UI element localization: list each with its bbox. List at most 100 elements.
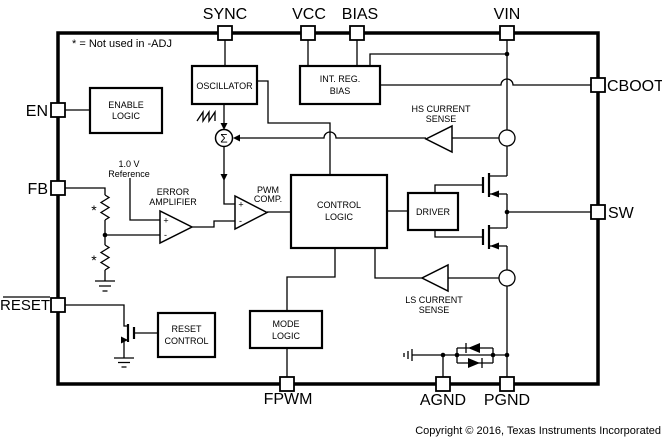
ground-fb-icon xyxy=(95,280,115,292)
pin-label-agnd: AGND xyxy=(420,392,466,409)
wire-driver-hs-gate xyxy=(434,184,483,193)
int-reg-bias-label-2: BIAS xyxy=(330,86,351,96)
pin-label-en: EN xyxy=(26,103,48,120)
pin-label-sw: SW xyxy=(608,205,635,222)
pin-label-fpwm: FPWM xyxy=(264,391,313,408)
pin-label-reset: RESET xyxy=(0,297,50,314)
pin-sw xyxy=(590,204,606,220)
hs-current-sensor-icon xyxy=(498,129,516,147)
wire-vin-to-int-reg xyxy=(369,53,507,66)
pin-label-vin: VIN xyxy=(494,6,521,23)
adj-note: * = Not used in -ADJ xyxy=(72,38,172,50)
pin-agnd xyxy=(435,376,451,392)
ls-fet-arrow xyxy=(490,242,499,250)
wire-driver-ls-gate xyxy=(434,230,483,238)
pwm-comp-plus: + xyxy=(238,200,243,210)
int-reg-bias-label-1: INT. REG. xyxy=(320,74,361,84)
hs-fet xyxy=(481,173,499,198)
pin-cboot xyxy=(590,77,606,93)
resistor-bottom xyxy=(99,244,111,271)
oscillator-block xyxy=(190,64,259,106)
pin-label-vcc: VCC xyxy=(292,6,326,23)
pin-bias xyxy=(349,25,365,41)
reset-fet xyxy=(121,324,136,344)
pin-label-cboot: CBOOT xyxy=(607,78,662,95)
wire-vin-rail xyxy=(489,40,508,377)
control-logic-block xyxy=(289,173,389,250)
reset-fet-arrow xyxy=(121,336,128,344)
agnd-pgnd-diodes xyxy=(465,343,483,368)
pin-en xyxy=(50,102,66,118)
hs-current-sense-amp-symbol xyxy=(424,124,453,154)
junction-dots xyxy=(102,51,510,358)
pwm-comp-label-2: COMP. xyxy=(254,194,282,204)
control-logic-label-2: LOGIC xyxy=(325,212,354,222)
wire-sigma-out xyxy=(223,147,235,205)
reference-label-2: Reference xyxy=(108,169,150,179)
wire-ls-sense xyxy=(374,248,499,279)
error-amp-minus: - xyxy=(164,230,167,240)
pin-pgnd xyxy=(499,376,515,392)
reset-control-label-2: CONTROL xyxy=(164,336,208,346)
driver-block xyxy=(406,191,460,232)
pin-vin xyxy=(499,25,515,41)
error-amplifier-symbol xyxy=(159,209,194,245)
sawtooth-ramp-icon xyxy=(196,109,216,124)
diode-right-icon xyxy=(468,358,480,368)
mode-logic-block xyxy=(248,309,324,350)
reset-control-block xyxy=(156,311,217,359)
wire-erroramp-out xyxy=(192,220,235,228)
feedback-resistor-divider xyxy=(99,194,111,271)
resistor-top xyxy=(99,194,111,221)
pin-fpwm xyxy=(279,376,295,392)
error-amplifier-label-1: ERROR xyxy=(157,187,190,197)
ls-current-sense-label-2: SENSE xyxy=(419,305,450,315)
resistor-bottom-asterisk: * xyxy=(91,252,97,268)
pwm-comp-label-1: PWM xyxy=(257,185,279,195)
wire-hs-sense-to-sigma xyxy=(240,131,499,139)
ls-current-sense-label-1: LS CURRENT xyxy=(405,295,463,305)
pin-label-pgnd: PGND xyxy=(484,392,530,409)
ground-agnd-icon xyxy=(403,349,413,361)
hs-fet-arrow xyxy=(490,190,499,198)
wire-reset-net xyxy=(65,304,158,358)
wire-oscillator-to-control xyxy=(257,80,331,175)
pin-sync xyxy=(217,25,233,41)
resistor-top-asterisk: * xyxy=(91,202,97,218)
pin-label-bias: BIAS xyxy=(342,6,378,23)
pin-vcc xyxy=(300,25,316,41)
reset-control-label-1: RESET xyxy=(171,324,202,334)
hs-current-sense-label-2: SENSE xyxy=(426,114,457,124)
copyright-notice: Copyright © 2016, Texas Instruments Inco… xyxy=(415,425,661,437)
arrow-sigma-output xyxy=(220,174,228,181)
mode-logic-label-2: LOGIC xyxy=(272,331,301,341)
ground-reset-icon xyxy=(114,357,134,368)
control-logic-label-1: CONTROL xyxy=(317,200,361,210)
enable-logic-label-1: ENABLE xyxy=(108,100,144,110)
ls-fet xyxy=(481,225,499,250)
pin-reset xyxy=(50,297,66,313)
error-amplifier-label-2: AMPLIFIER xyxy=(149,197,197,207)
ls-current-sense-amp-symbol xyxy=(420,263,449,293)
pwm-comp-minus: - xyxy=(239,216,242,226)
pin-label-sync: SYNC xyxy=(203,6,247,23)
reference-label-1: 1.0 V xyxy=(118,159,139,169)
wire-fb-divider xyxy=(65,187,160,281)
driver-label: DRIVER xyxy=(416,207,451,217)
pin-fb xyxy=(50,180,66,196)
enable-logic-label-2: LOGIC xyxy=(112,111,141,121)
mode-logic-label-1: MODE xyxy=(273,319,300,329)
oscillator-label: OSCILLATOR xyxy=(196,81,253,91)
hs-current-sense-label-1: HS CURRENT xyxy=(411,104,471,114)
pin-label-fb: FB xyxy=(28,181,48,198)
diode-left-icon xyxy=(468,343,480,353)
wire-agnd-pgnd-net xyxy=(412,347,507,377)
wire-cboot xyxy=(380,78,591,86)
wire-reference xyxy=(129,178,160,221)
pwm-comparator-symbol xyxy=(234,194,269,231)
int-reg-bias-block xyxy=(298,64,382,106)
arrow-into-sigma-top xyxy=(220,123,228,130)
arrow-into-sigma-right xyxy=(233,134,240,142)
ls-current-sensor-icon xyxy=(498,269,516,287)
